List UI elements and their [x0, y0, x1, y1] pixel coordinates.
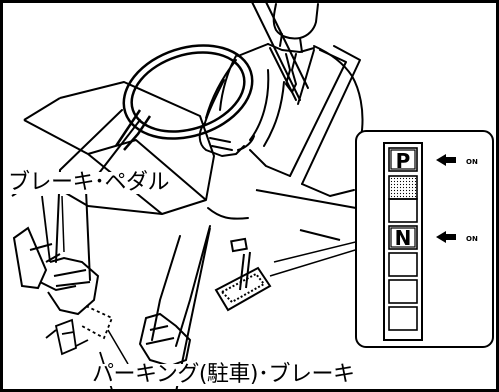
arrow-label-n: ON — [466, 235, 478, 243]
parking-brake-label: パーキング(駐車)･ブレーキ — [92, 362, 355, 387]
brake-pedal — [12, 195, 100, 316]
brake-pedal-label: ブレーキ･ペダル — [8, 170, 170, 195]
shoe — [138, 312, 192, 368]
steering-wheel — [114, 44, 254, 151]
arrow-label-p: ON — [466, 158, 478, 166]
label-leaders — [61, 195, 129, 365]
gear-letter-n: N — [394, 226, 412, 250]
gear-indicator-panel — [355, 130, 494, 348]
gear-letter-p: P — [395, 149, 411, 173]
